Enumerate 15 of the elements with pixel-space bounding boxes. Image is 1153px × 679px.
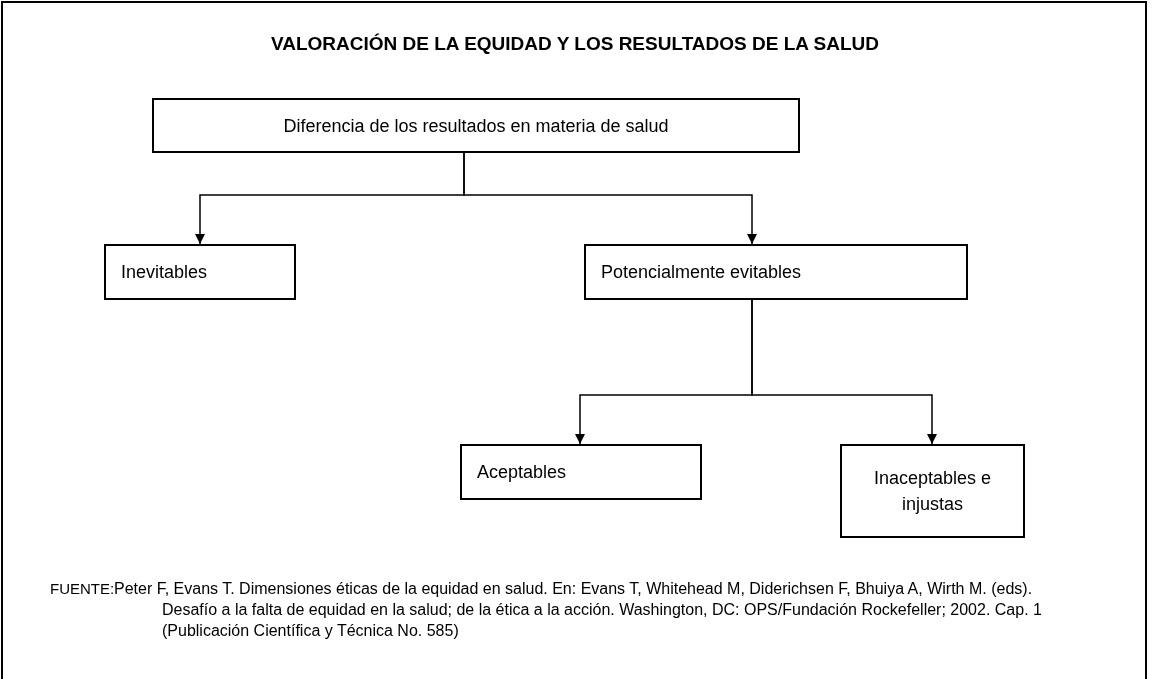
box-label: Inevitables	[121, 261, 208, 284]
source-label: FUENTE:	[50, 579, 115, 599]
process-box	[104, 244, 296, 300]
process-box	[840, 444, 1025, 538]
box-label: Potencialmente evitables	[601, 261, 802, 284]
box-label: Inaceptables e injustas	[872, 467, 993, 516]
source-citation: Peter F, Evans T. Dimensiones éticas de la equidad en salud. En: Evans T, Whitehead M, Diderichsen F, Bhuiya A, Wirth M. (eds). Desafío a la falta de equidad en la salud; de la ética a la acción. Washington, DC: OPS/Fundación Rockefeller; 2002. Cap. 1 (Publicación Científica y Técnica No. 585)	[114, 579, 1043, 641]
box-label: Aceptables	[477, 461, 567, 484]
process-box	[584, 244, 968, 300]
arrow	[751, 299, 937, 445]
title: VALORACIÓN DE LA EQUIDAD Y LOS RESULTADOS DE LA SALUD	[270, 32, 880, 56]
process-box	[460, 444, 702, 500]
process-box	[152, 98, 800, 153]
box-label: Diferencia de los resultados en materia de salud	[283, 114, 669, 138]
arrow	[463, 152, 757, 245]
